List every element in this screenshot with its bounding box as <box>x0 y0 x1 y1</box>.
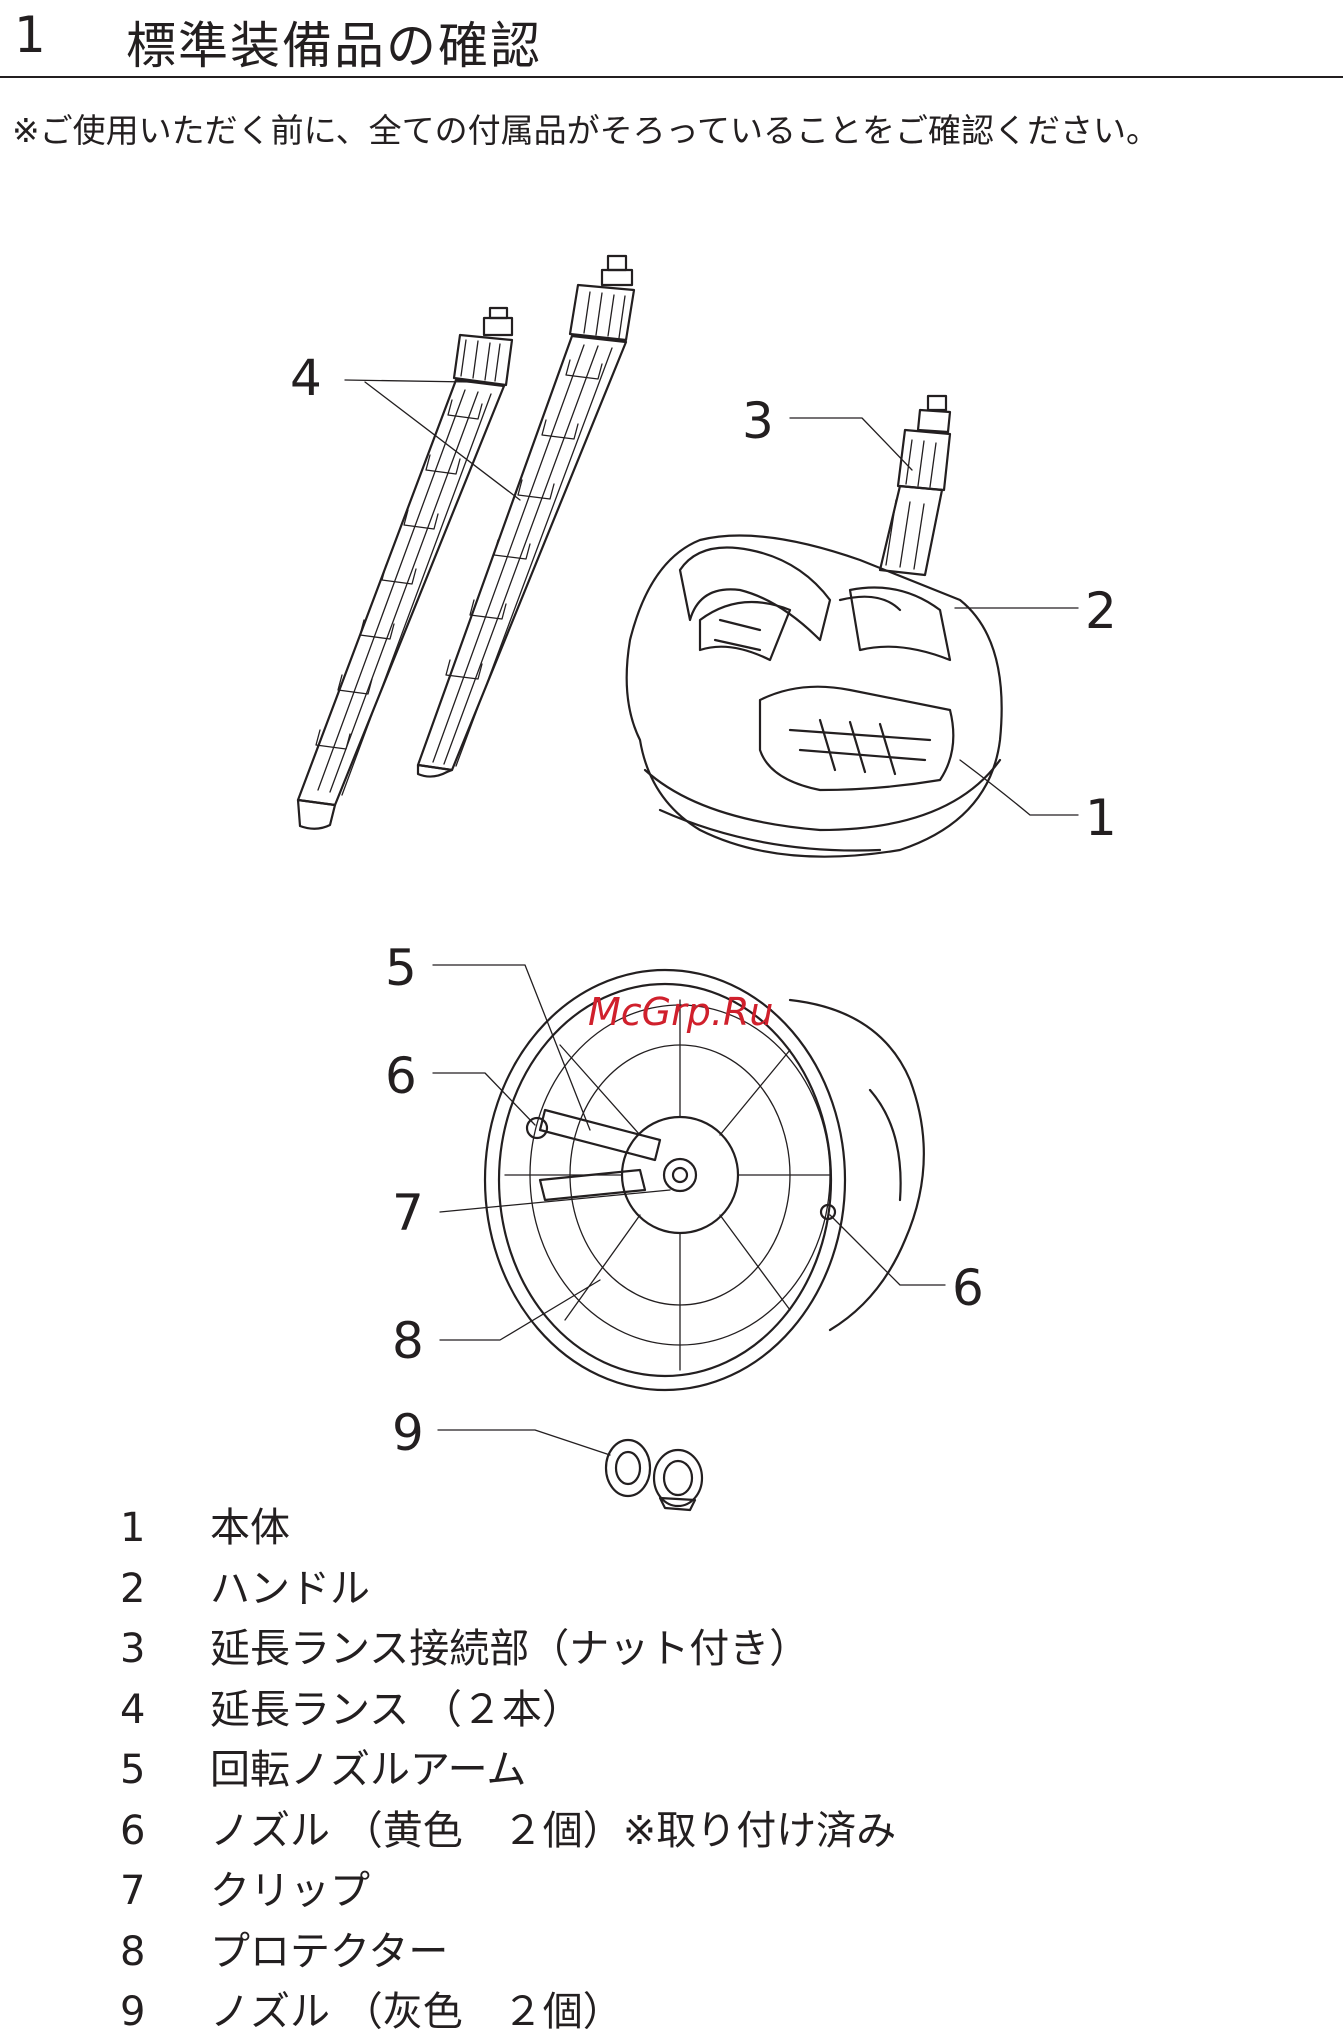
part-number: 8 <box>120 1929 210 1975</box>
part-name: ハンドル <box>210 1556 370 1614</box>
part-number: 9 <box>120 1989 210 2035</box>
part-number: 1 <box>120 1505 210 1551</box>
callout-7: 7 <box>392 1184 424 1242</box>
lance-connector <box>880 396 950 575</box>
part-name: 本体 <box>210 1495 290 1553</box>
callout-3: 3 <box>742 392 774 450</box>
part-name: ノズル （灰色 ２個） <box>210 1979 623 2037</box>
surface-cleaner-body <box>627 536 1002 857</box>
extension-lance-short <box>298 308 512 829</box>
part-name: ノズル （黄色 ２個）※取り付け済み <box>210 1798 896 1856</box>
callout-5: 5 <box>385 939 417 997</box>
part-name: 延長ランス （２本） <box>210 1677 582 1735</box>
callout-6-right: 6 <box>952 1259 984 1317</box>
part-name: 回転ノズルアーム <box>210 1737 526 1795</box>
callout-1: 1 <box>1085 789 1117 847</box>
part-name: プロテクター <box>210 1919 448 1977</box>
part-number: 4 <box>120 1687 210 1733</box>
accessory-illustration: 4 3 2 1 5 6 7 8 6 9 <box>0 0 1343 1520</box>
part-name: 延長ランス接続部（ナット付き） <box>210 1616 809 1674</box>
callout-9: 9 <box>392 1404 424 1462</box>
part-number: 5 <box>120 1747 210 1793</box>
callout-6-left: 6 <box>385 1047 417 1105</box>
part-number: 2 <box>120 1566 210 1612</box>
callout-8: 8 <box>392 1312 424 1370</box>
callout-2: 2 <box>1085 582 1117 640</box>
callout-4: 4 <box>290 349 322 407</box>
part-name: クリップ <box>210 1858 370 1916</box>
part-number: 6 <box>120 1808 210 1854</box>
part-number: 7 <box>120 1868 210 1914</box>
watermark: McGrp.Ru <box>588 990 773 1034</box>
part-number: 3 <box>120 1626 210 1672</box>
